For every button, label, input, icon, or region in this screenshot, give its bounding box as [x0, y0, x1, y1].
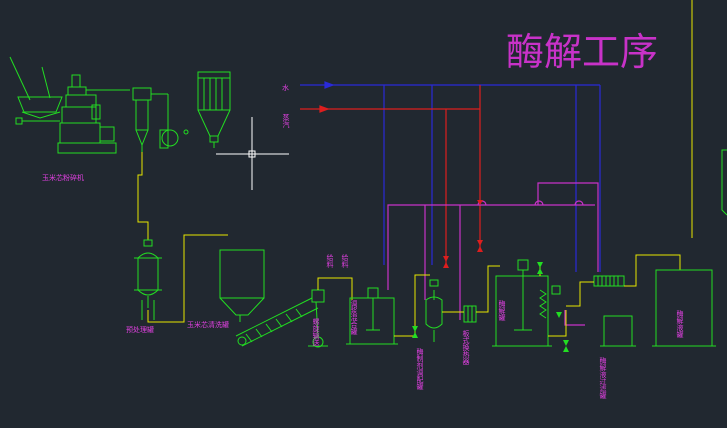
water-line — [300, 81, 601, 272]
grinder-label: 玉米芯粉碎机 — [42, 173, 84, 182]
storage-tank-label: 酶解液罐 — [676, 309, 684, 339]
steam-line — [300, 85, 481, 268]
plate-heat-exchanger — [463, 305, 477, 323]
mix-pump-valve — [412, 326, 418, 338]
mix-tank-label: 调浆混合罐 — [350, 299, 358, 336]
filter-to-store-line — [624, 254, 681, 287]
magenta-pipes — [387, 182, 599, 326]
hydrolysis-tank-label: 酶解罐 — [498, 299, 506, 322]
filter-tank-label: 酶解液过滤罐 — [599, 356, 607, 400]
pretreat-tank-label: 预处理罐 — [126, 325, 154, 334]
filter-press — [586, 275, 625, 287]
filter-liquid-tank — [600, 315, 636, 347]
crosshair-cursor-icon — [216, 117, 289, 190]
svg-text:蒸汽: 蒸汽 — [282, 113, 290, 128]
mix-tank — [346, 287, 398, 345]
enzyme-tank-label: 酶制剂调配罐 — [416, 347, 424, 391]
diagram-title: 酶解工序 — [506, 30, 658, 74]
hydrolysis-valves — [537, 262, 569, 352]
right-edge-equipment — [721, 149, 727, 216]
enzyme-prep-tank — [425, 279, 443, 342]
heat-exchanger-label: 板式换热器 — [462, 329, 470, 366]
steam-inlet-label: 蒸汽 — [282, 113, 290, 128]
washer-hopper — [219, 249, 265, 322]
conveyor-to-mix-line — [317, 277, 353, 300]
hydrolysis-tank — [492, 259, 561, 347]
steam-valves — [443, 200, 483, 268]
enz-to-hydro-line — [442, 265, 500, 313]
corncob-grinder — [9, 56, 130, 154]
screw-conveyor-tag-2: 给料 — [341, 253, 349, 269]
bag-dust-collector — [197, 71, 231, 148]
tank-to-washer-line — [147, 234, 228, 323]
filter-feed-line — [566, 281, 594, 307]
water-inlet-label: 水 — [282, 83, 289, 92]
screw-conveyor-tag: 给料 — [326, 253, 334, 269]
mix-pump — [394, 274, 430, 337]
cyclone-separator — [132, 87, 189, 152]
pretreatment-tank — [134, 239, 162, 320]
washer-label: 玉米芯清洗罐 — [187, 320, 229, 329]
screw-conveyor-label: 螺旋输送 — [312, 317, 320, 347]
enzyme-liquid-storage-tank — [652, 269, 716, 347]
grinder-to-tank-feed-line — [137, 152, 149, 240]
